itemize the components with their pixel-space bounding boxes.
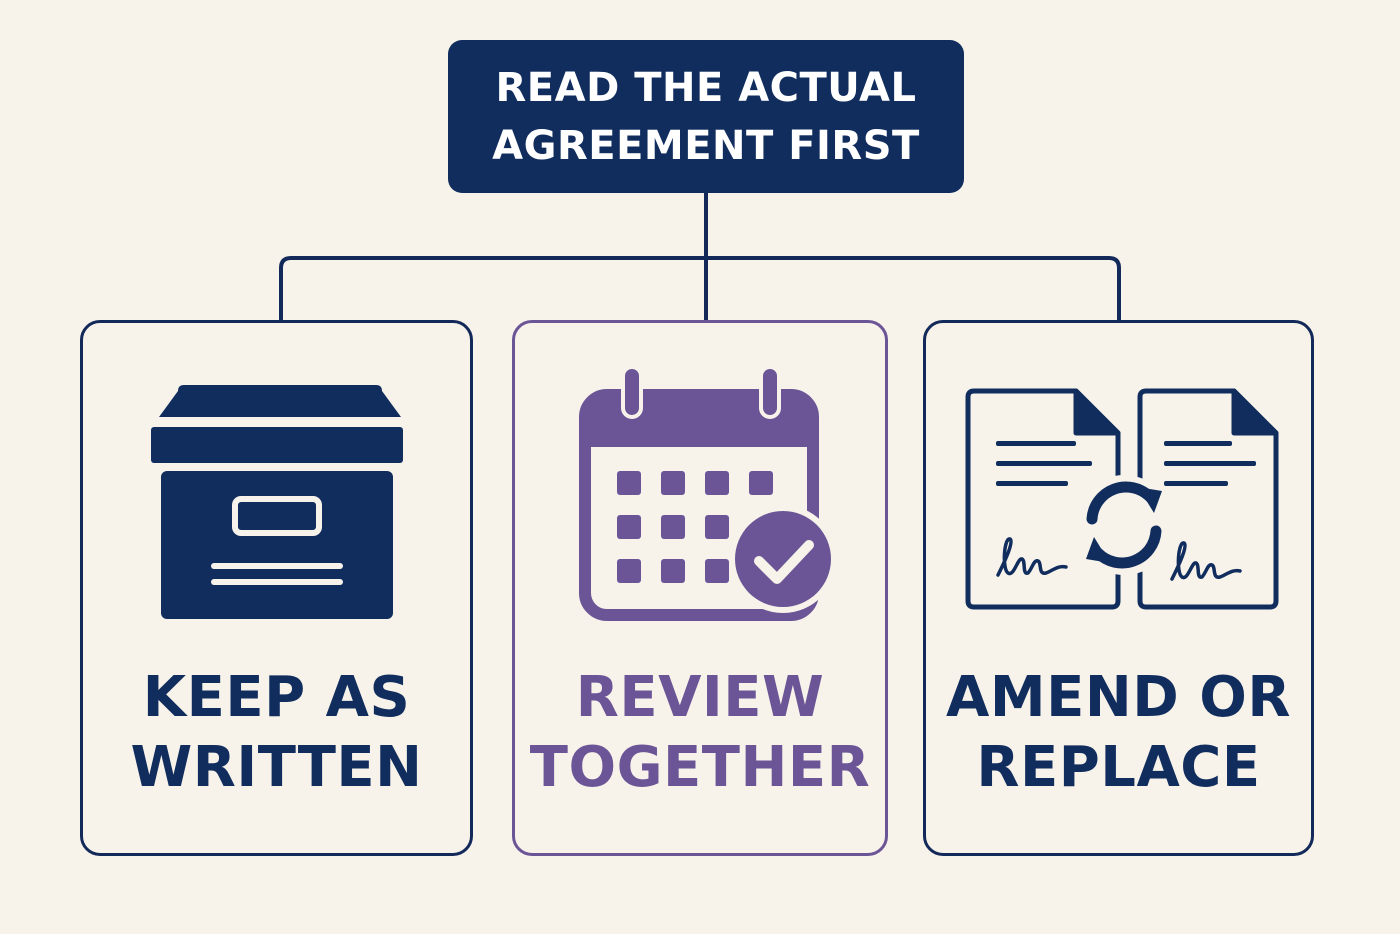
calendar-check-icon — [515, 323, 885, 643]
option-label-review-line-1: REVIEW — [575, 665, 825, 730]
option-label-keep: KEEP AS WRITTEN — [83, 663, 470, 803]
option-label-review-line-2: TOGETHER — [529, 735, 871, 800]
main-heading-line-2: AGREEMENT FIRST — [492, 122, 920, 169]
option-label-keep-line-1: KEEP AS — [142, 665, 411, 730]
option-card-review-together: REVIEW TOGETHER — [512, 320, 888, 856]
main-heading-box: READ THE ACTUAL AGREEMENT FIRST — [448, 40, 964, 193]
archive-box-icon — [83, 323, 470, 643]
option-label-amend-line-1: AMEND OR — [946, 665, 1291, 730]
option-label-amend: AMEND OR REPLACE — [926, 663, 1311, 803]
option-label-review: REVIEW TOGETHER — [515, 663, 885, 803]
option-card-amend-or-replace: AMEND OR REPLACE — [923, 320, 1314, 856]
option-label-keep-line-2: WRITTEN — [130, 735, 423, 800]
option-label-amend-line-2: REPLACE — [976, 735, 1261, 800]
main-heading-line-1: READ THE ACTUAL — [495, 64, 917, 111]
document-swap-icon — [926, 323, 1311, 643]
option-card-keep-as-written: KEEP AS WRITTEN — [80, 320, 473, 856]
